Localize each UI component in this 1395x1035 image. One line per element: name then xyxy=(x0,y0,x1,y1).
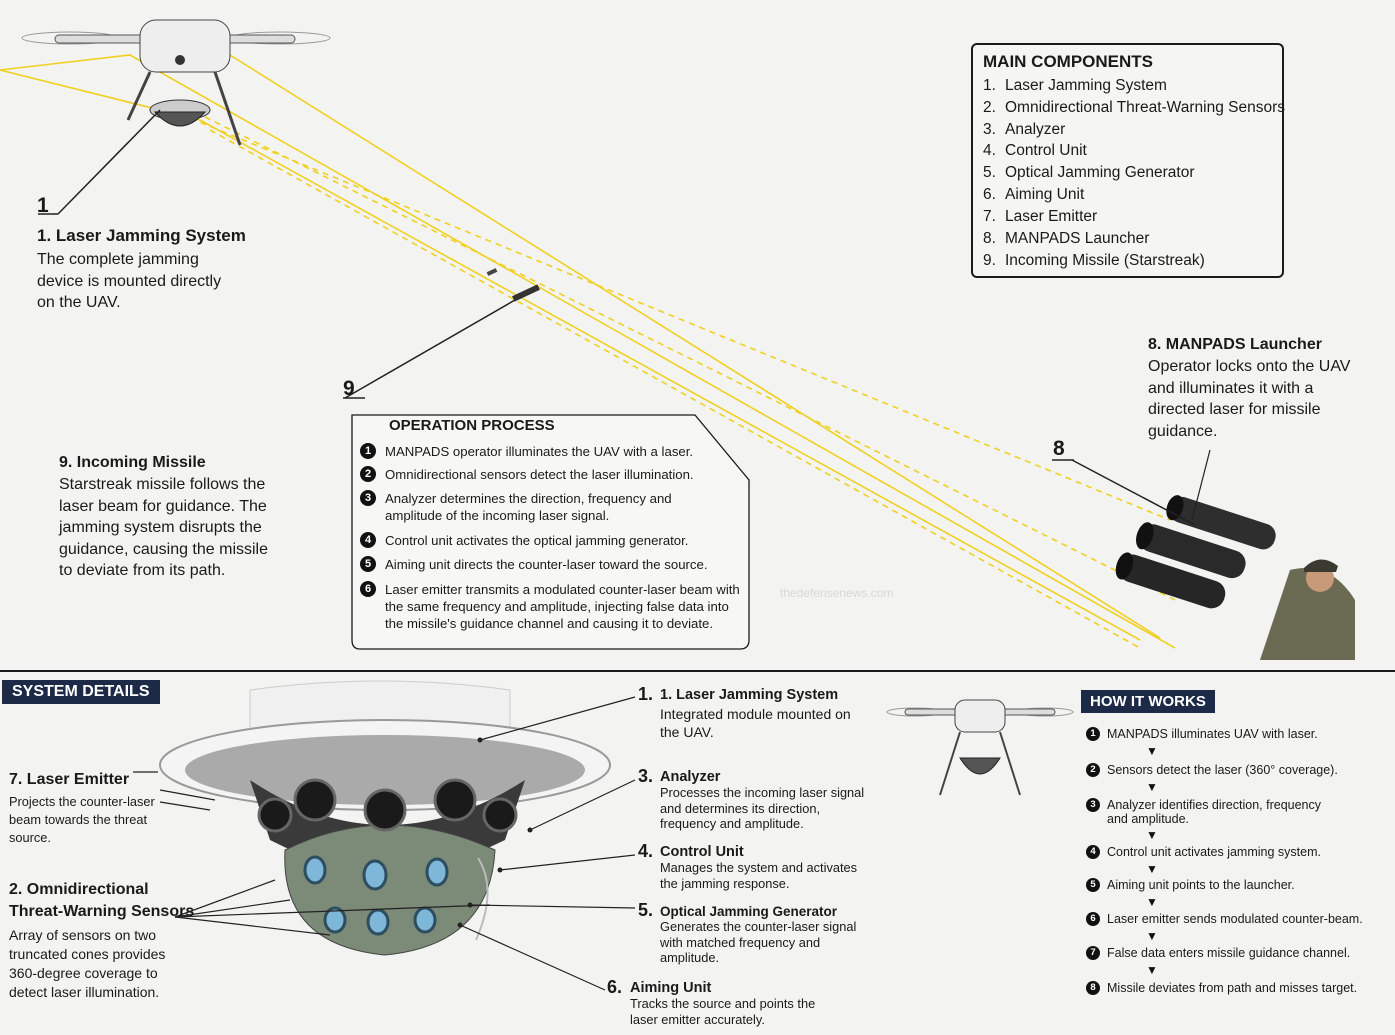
callout-8-title: 8. MANPADS Launcher xyxy=(1148,336,1322,353)
detail-optical-jamming-generator: Optical Jamming Generator Generates the … xyxy=(660,904,857,965)
detail-number-1: 1. xyxy=(638,684,654,704)
down-arrow-icon: ▼ xyxy=(1146,744,1158,758)
operation-process-title: OPERATION PROCESS xyxy=(389,417,555,434)
callout-number-8: 8 xyxy=(1053,437,1065,460)
callout-number-1: 1 xyxy=(37,194,49,217)
down-arrow-icon: ▼ xyxy=(1146,895,1158,909)
down-arrow-icon: ▼ xyxy=(1146,780,1158,794)
sensor-dome-illustration xyxy=(159,680,611,956)
detail-control-unit: Control Unit Manages the system and acti… xyxy=(660,844,858,891)
component-item: 2.Omnidirectional Threat-Warning Sensors xyxy=(983,99,1285,116)
component-item: 7.Laser Emitter xyxy=(983,208,1098,225)
callout-9-title: 9. Incoming Missile xyxy=(59,454,206,471)
detail-number-5: 5. xyxy=(638,900,654,920)
detail-number-4: 4. xyxy=(638,841,654,861)
component-item: 4.Control Unit xyxy=(983,142,1087,159)
detail-number-6: 6. xyxy=(607,977,623,997)
callout-number-9: 9 xyxy=(343,377,355,400)
laser-beams xyxy=(0,54,1176,649)
component-item: 6.Aiming Unit xyxy=(983,186,1085,203)
detail-laser-jamming-system: 1. Laser Jamming System Integrated modul… xyxy=(660,687,851,740)
callout-1-title: 1. Laser Jamming System xyxy=(37,226,246,245)
main-components-title: MAIN COMPONENTS xyxy=(983,52,1153,71)
component-item: 1.Laser Jamming System xyxy=(983,77,1167,94)
component-item: 9.Incoming Missile (Starstreak) xyxy=(983,252,1205,269)
how-it-works-tag: HOW IT WORKS xyxy=(1081,690,1215,713)
component-item: 5.Optical Jamming Generator xyxy=(983,164,1195,181)
detail-analyzer: Analyzer Processes the incoming laser si… xyxy=(660,769,865,831)
detail-aiming-unit: Aiming Unit Tracks the source and points… xyxy=(630,980,816,1027)
down-arrow-icon: ▼ xyxy=(1146,862,1158,876)
watermark: thedefensenews.com xyxy=(780,586,894,600)
down-arrow-icon: ▼ xyxy=(1146,963,1158,977)
component-item: 8.MANPADS Launcher xyxy=(983,230,1150,247)
manpads-launcher-illustration xyxy=(1115,495,1355,660)
uav-drone-illustration xyxy=(21,19,331,146)
small-uav-illustration xyxy=(886,699,1074,796)
system-details-tag: SYSTEM DETAILS xyxy=(2,680,160,704)
missile-illustration xyxy=(486,268,540,302)
main-components-panel: MAIN COMPONENTS 1.Laser Jamming System 2… xyxy=(971,43,1285,278)
component-item: 3.Analyzer xyxy=(983,121,1066,138)
down-arrow-icon: ▼ xyxy=(1146,929,1158,943)
detail-laser-emitter: 7. Laser Emitter Projects the counter-la… xyxy=(9,771,155,845)
down-arrow-icon: ▼ xyxy=(1146,828,1158,842)
detail-number-3: 3. xyxy=(638,766,654,786)
